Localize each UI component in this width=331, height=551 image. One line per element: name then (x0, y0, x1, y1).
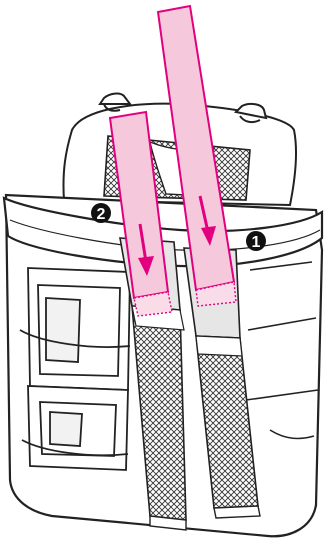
step-1-label: 1 (252, 234, 261, 251)
step-1-badge: 1 (246, 231, 266, 251)
step-2-badge: 2 (91, 203, 111, 223)
step-2-label: 2 (97, 206, 106, 223)
left-side-pockets (20, 268, 130, 470)
